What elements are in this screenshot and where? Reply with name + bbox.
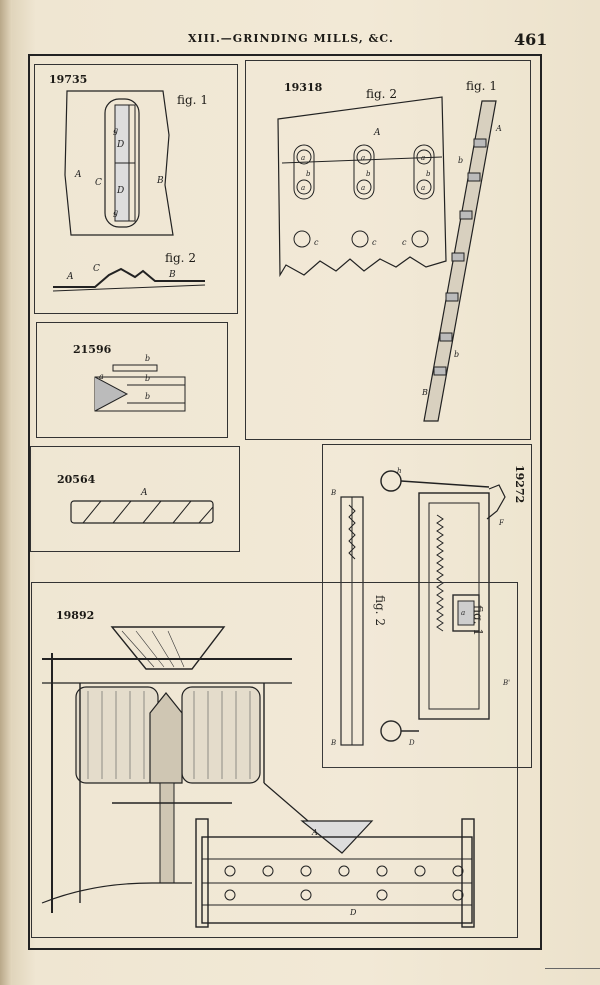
svg-text:a: a <box>361 154 365 162</box>
book-spine-shadow <box>0 0 12 985</box>
svg-text:a: a <box>421 154 425 162</box>
svg-text:C: C <box>95 178 102 188</box>
svg-text:F: F <box>498 519 505 527</box>
feeder-drawing: B B hF aD B' <box>330 467 510 747</box>
svg-text:B: B <box>168 270 176 280</box>
svg-text:a: a <box>461 609 465 617</box>
svg-text:A: A <box>311 828 318 837</box>
svg-text:D: D <box>116 186 124 196</box>
svg-text:B: B <box>421 388 428 397</box>
page-number: 461 <box>514 30 548 49</box>
svg-text:A: A <box>495 124 502 133</box>
svg-text:c: c <box>372 238 377 247</box>
svg-text:D: D <box>408 739 415 747</box>
grinding-mill-drawing: A D <box>41 626 475 928</box>
svg-text:b: b <box>454 350 459 359</box>
svg-text:B: B <box>330 489 336 497</box>
cutter-plate-drawing: a a a b b b a a a c c c A Ab bB <box>277 96 502 422</box>
svg-text:a: a <box>301 154 305 162</box>
svg-text:A: A <box>66 272 74 282</box>
svg-text:B: B <box>156 176 164 186</box>
svg-text:A: A <box>373 128 381 138</box>
svg-text:g: g <box>113 208 118 217</box>
svg-text:A: A <box>140 488 148 498</box>
svg-text:A: A <box>74 170 82 180</box>
svg-text:a: a <box>99 372 104 381</box>
page-edge-rule <box>545 968 600 969</box>
figure-label: fig. 1 <box>466 79 497 93</box>
svg-text:C: C <box>93 264 100 274</box>
svg-text:a: a <box>301 184 305 192</box>
panel-19892: 19892 <box>31 582 518 938</box>
patent-number: 19318 <box>284 81 323 94</box>
svg-text:g: g <box>113 126 118 135</box>
svg-text:b: b <box>145 374 150 383</box>
svg-text:b: b <box>458 156 463 165</box>
figure-label: fig. 2 <box>373 595 387 626</box>
svg-text:b: b <box>145 392 150 401</box>
svg-text:b: b <box>306 170 311 178</box>
svg-text:h: h <box>397 467 402 475</box>
figure-label: fig. 2 <box>165 251 196 265</box>
figure-label: fig. 1 <box>177 93 208 107</box>
page-header: XIII.—GRINDING MILLS, &C. 461 <box>0 30 600 50</box>
panel-21596: 21596 b a b b <box>36 322 228 438</box>
svg-text:b: b <box>366 170 371 178</box>
panel-20564: 20564 A <box>30 446 240 552</box>
svg-text:a: a <box>361 184 365 192</box>
splice-drawing: b a b b <box>94 354 186 412</box>
panel-19318: 19318 fig. 2 fig. 1 a a a b b b a a a c c c A <box>245 60 531 440</box>
patent-number: 19892 <box>56 609 95 622</box>
plate-frame <box>28 54 542 950</box>
svg-text:b: b <box>145 354 150 363</box>
svg-text:c: c <box>402 238 407 247</box>
svg-text:D: D <box>349 908 357 917</box>
patent-number: 21596 <box>73 343 112 356</box>
svg-text:a: a <box>421 184 425 192</box>
running-title: XIII.—GRINDING MILLS, &C. <box>188 32 394 45</box>
twisted-rod-drawing: A <box>70 488 214 524</box>
svg-text:B: B <box>330 739 336 747</box>
patent-number: 19735 <box>49 73 88 86</box>
svg-text:B': B' <box>502 679 510 687</box>
patent-number: 19272 <box>513 465 526 504</box>
belt-joint-drawing: gD CD g AB AC B <box>52 90 206 292</box>
svg-text:D: D <box>116 140 124 150</box>
patent-number: 20564 <box>57 473 96 486</box>
svg-text:c: c <box>314 238 319 247</box>
svg-text:b: b <box>426 170 431 178</box>
figure-label: fig. 2 <box>366 87 397 101</box>
